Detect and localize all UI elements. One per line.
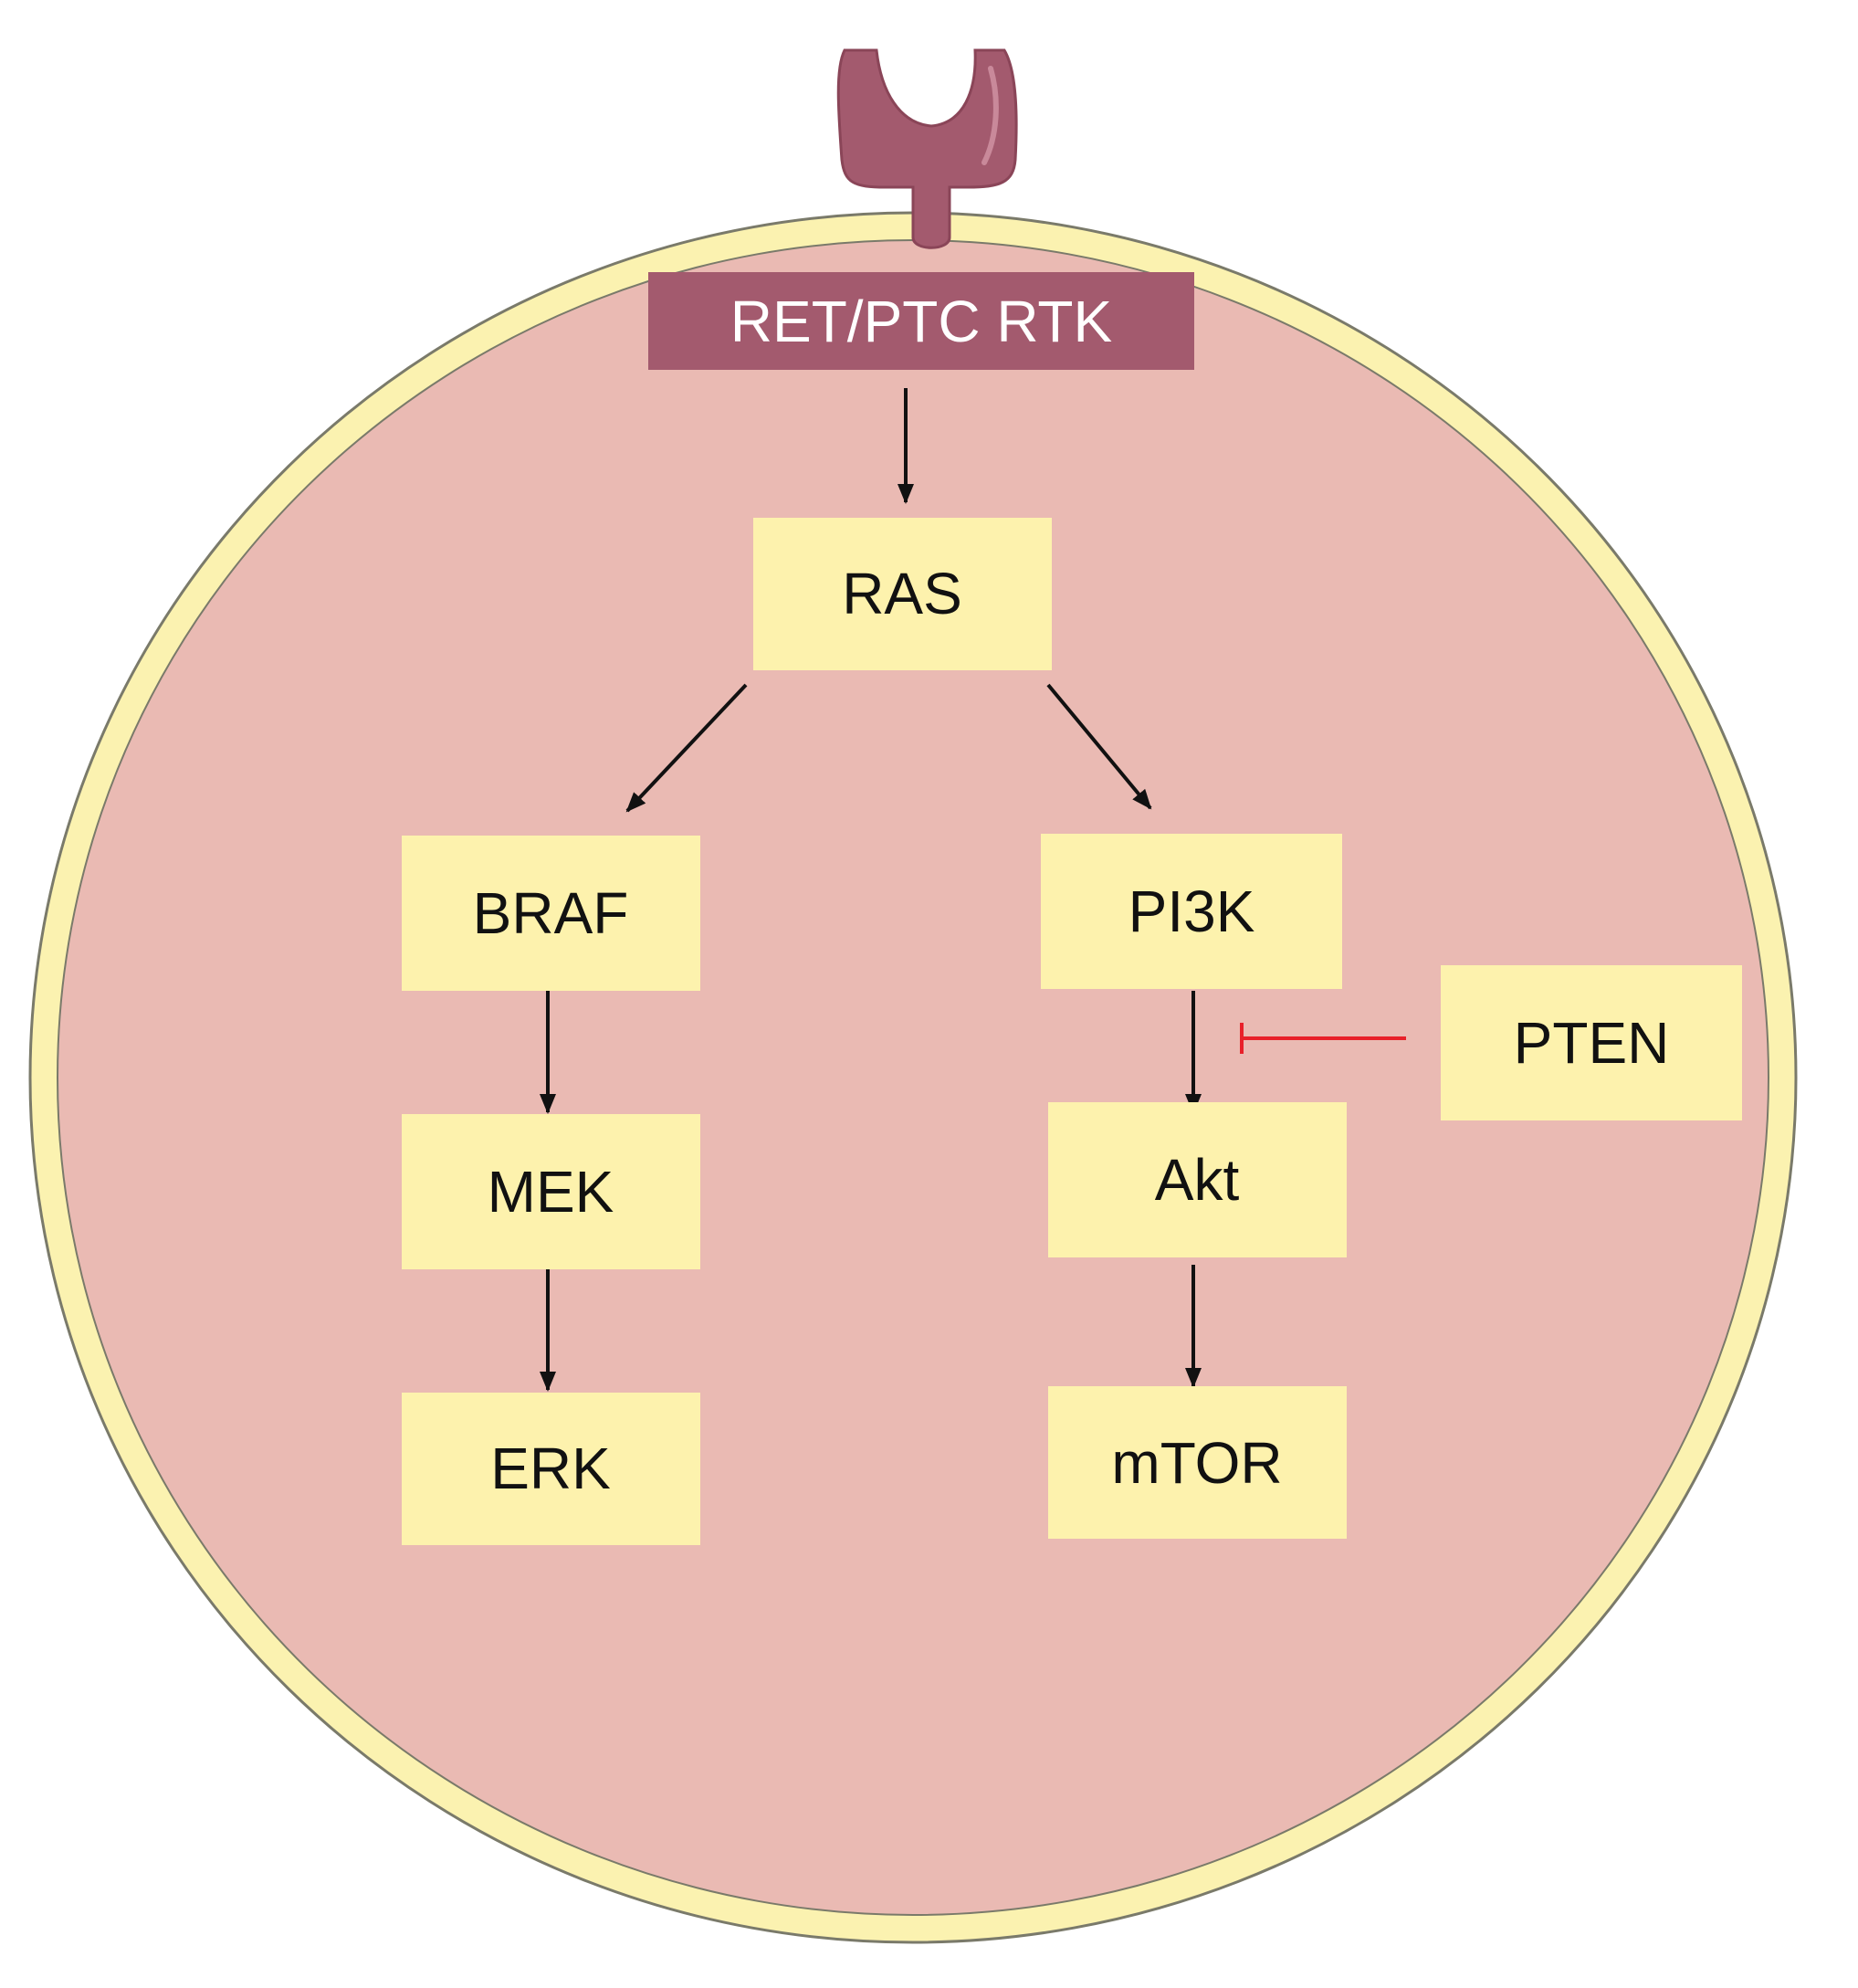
arrow-ras-to-pi3k [1046, 683, 1152, 810]
node-mtor-label: mTOR [1111, 1430, 1282, 1496]
node-akt-label: Akt [1155, 1147, 1240, 1213]
receptor-icon [836, 48, 1018, 249]
node-mtor: mTOR [1048, 1386, 1347, 1539]
node-pi3k-label: PI3K [1128, 878, 1255, 944]
node-mek-label: MEK [488, 1159, 614, 1225]
node-braf: BRAF [402, 836, 700, 991]
node-pten-label: PTEN [1514, 1010, 1670, 1076]
node-braf-label: BRAF [473, 880, 629, 946]
node-akt: Akt [1048, 1102, 1347, 1257]
arrow-ras-to-braf [625, 683, 748, 813]
receptor-label: RET/PTC RTK [730, 289, 1112, 354]
activation-arrows [540, 388, 1202, 1392]
inhibition-pten [1240, 1023, 1406, 1054]
node-erk-label: ERK [490, 1436, 611, 1501]
node-mek: MEK [402, 1114, 700, 1269]
node-ras: RAS [753, 518, 1052, 670]
node-ras-label: RAS [842, 561, 962, 626]
node-erk: ERK [402, 1393, 700, 1545]
receptor-bar: RET/PTC RTK [648, 272, 1194, 370]
node-pten: PTEN [1441, 965, 1742, 1120]
node-pi3k: PI3K [1041, 834, 1342, 989]
